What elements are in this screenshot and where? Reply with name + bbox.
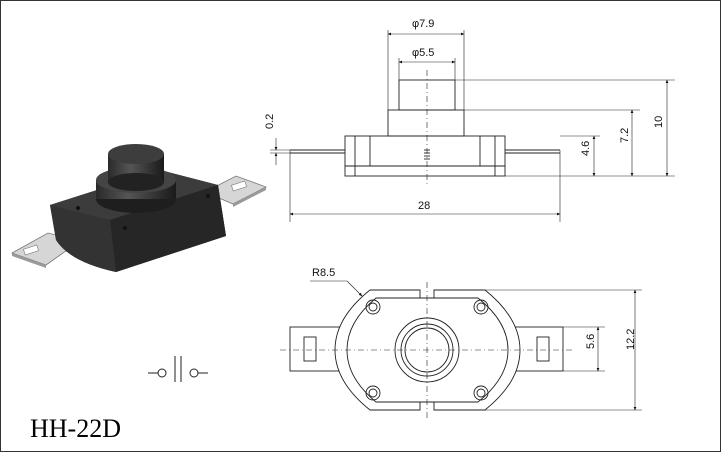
dim-cap-height: 7.2 [619,128,631,143]
dim-slot-height: 5.6 [585,334,597,349]
bottom-view-dimensions [310,280,642,411]
dim-flange-gap: 0.2 [264,114,276,129]
dim-bottom-height: 12.2 [625,329,637,350]
dim-plunger-dia: φ5.5 [412,47,434,59]
dim-total-height: 10 [653,116,665,128]
bottom-view [280,282,575,418]
side-view-dimensions [270,30,675,222]
switch-3d-illustration [11,144,267,272]
dim-total-width: 28 [418,200,430,212]
switch-symbol-icon [148,356,208,382]
side-view [290,70,560,186]
model-title: HH-22D [30,414,121,443]
dim-corner-radius: R8.5 [312,267,335,279]
dim-cap-dia: φ7.9 [412,18,434,30]
dim-body-height: 4.6 [580,141,592,156]
